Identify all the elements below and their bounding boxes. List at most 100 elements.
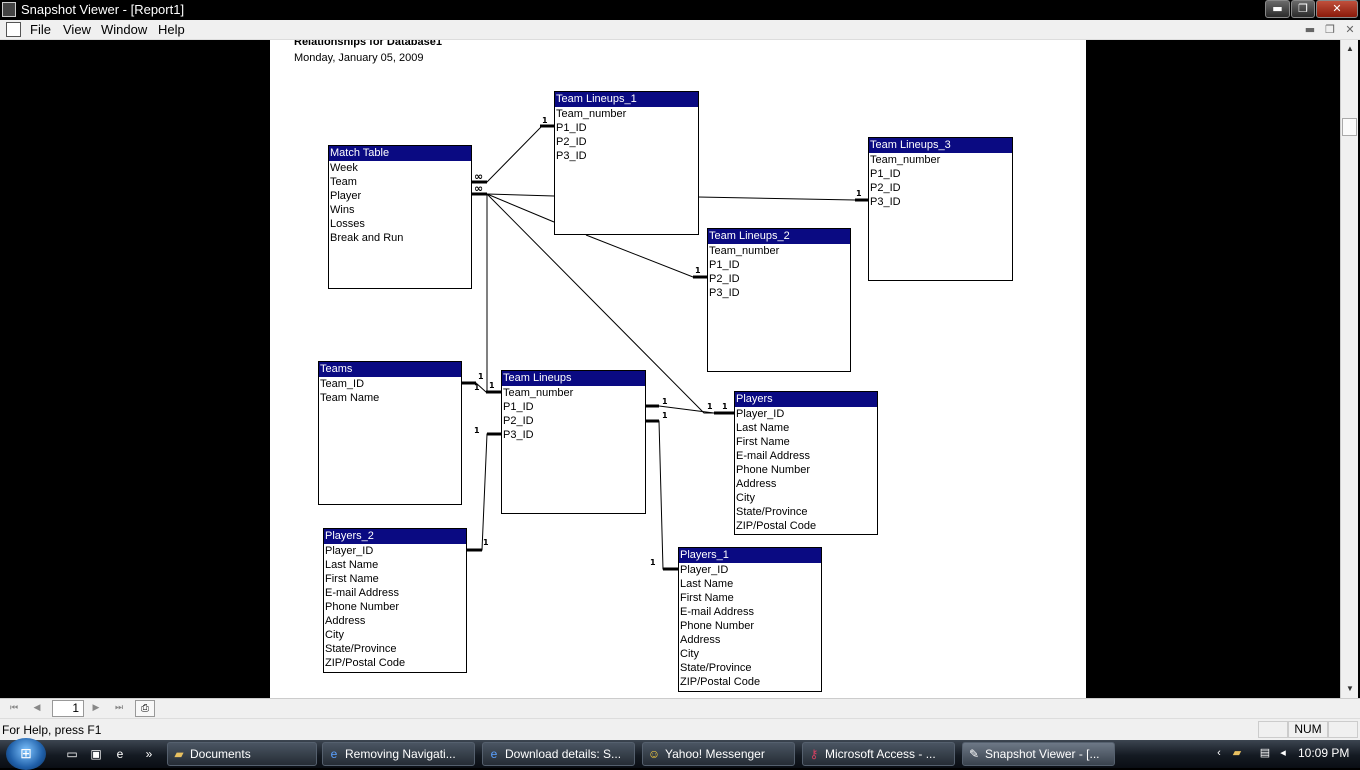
page-navigation-bar: ⏮ ◀ 1 ▶ ⏭ ⎙: [0, 698, 1360, 718]
scroll-up-icon[interactable]: ▲: [1346, 44, 1354, 53]
print-button[interactable]: ⎙: [135, 700, 155, 717]
page-number-input[interactable]: 1: [52, 700, 84, 717]
rel-line-teamlineups-players2: [466, 433, 501, 551]
num-lock-indicator: NUM: [1288, 721, 1328, 738]
taskbar-item-label: Yahoo! Messenger: [665, 747, 765, 761]
table-field: First Name: [736, 436, 790, 448]
table-field: Wins: [330, 204, 355, 216]
table-field: Phone Number: [736, 464, 810, 476]
table-field: E-mail Address: [736, 450, 810, 462]
table-field: Team_number: [556, 108, 627, 120]
one-label: 1: [489, 381, 495, 390]
table-field: ZIP/Postal Code: [736, 520, 817, 532]
taskbar-item-label: Snapshot Viewer - [...: [985, 747, 1100, 761]
close-button[interactable]: ✕: [1316, 0, 1358, 18]
rel-line-match-lineups1: [471, 125, 554, 183]
switch-windows-icon[interactable]: ▣: [90, 747, 102, 761]
minimize-button[interactable]: ▬: [1265, 0, 1290, 18]
taskbar-item-download-details[interactable]: e Download details: S...: [482, 742, 635, 766]
table-field: State/Province: [680, 662, 752, 674]
yahoo-icon: ☺: [647, 747, 661, 761]
table-field: E-mail Address: [680, 606, 754, 618]
taskbar-item-removing-navigation[interactable]: e Removing Navigati...: [322, 742, 475, 766]
menu-view[interactable]: View: [63, 22, 91, 37]
rel-line-match-lineups1-b: [486, 193, 555, 197]
last-page-icon[interactable]: ⏭: [114, 703, 124, 713]
menu-window[interactable]: Window: [101, 22, 148, 37]
network-icon[interactable]: ▤: [1259, 747, 1271, 759]
system-tray: ‹ ▰ ▤ ◂: [1208, 740, 1360, 768]
many-label: ∞: [474, 170, 484, 183]
taskbar-item-snapshot-viewer[interactable]: ✎ Snapshot Viewer - [...: [962, 742, 1115, 766]
table-team-lineups-1: Team Lineups_1 Team_number P1_ID P2_ID P…: [554, 91, 699, 235]
relationship-lines: [461, 124, 868, 571]
taskbar-item-label: Removing Navigati...: [345, 747, 456, 761]
doc-restore-button[interactable]: ❐: [1325, 23, 1335, 36]
title-bar: Snapshot Viewer - [Report1] ▬ ❐ ✕: [0, 0, 1360, 20]
next-page-icon[interactable]: ▶: [92, 703, 100, 713]
menu-help[interactable]: Help: [158, 22, 185, 37]
table-field: Phone Number: [680, 620, 754, 632]
prev-page-icon[interactable]: ◀: [33, 703, 41, 713]
doc-close-button[interactable]: ✕: [1345, 23, 1355, 36]
taskbar-item-label: Microsoft Access - ...: [825, 747, 936, 761]
table-field: Phone Number: [325, 601, 399, 613]
many-label: ∞: [474, 182, 484, 195]
document-icon[interactable]: [6, 22, 21, 37]
rel-line-lineups1-lineups2: [585, 234, 707, 278]
quicklaunch-overflow-icon[interactable]: »: [145, 747, 153, 761]
scroll-down-icon[interactable]: ▼: [1346, 684, 1354, 693]
table-header: Players_2: [324, 529, 466, 544]
table-field: Player_ID: [680, 564, 729, 576]
table-field: P2_ID: [709, 273, 740, 285]
taskbar-item-yahoo-messenger[interactable]: ☺ Yahoo! Messenger: [642, 742, 795, 766]
report-title: Relationships for Database1: [294, 40, 442, 48]
one-label: 1: [483, 538, 489, 547]
volume-icon[interactable]: ◂: [1280, 747, 1286, 759]
clock[interactable]: 10:09 PM: [1298, 746, 1350, 760]
one-label: 1: [662, 397, 668, 406]
restore-button[interactable]: ❐: [1291, 0, 1315, 18]
menu-file[interactable]: File: [30, 22, 51, 37]
rel-line-lineups1-lineups3: [697, 196, 868, 201]
show-desktop-icon[interactable]: ▭: [66, 747, 78, 761]
one-label: 1: [542, 116, 548, 125]
table-field: First Name: [325, 573, 379, 585]
table-field: Player: [330, 190, 362, 202]
help-status-text: For Help, press F1: [2, 723, 102, 737]
table-field: Address: [325, 615, 366, 627]
snapshot-icon: ✎: [968, 747, 980, 761]
one-label: 1: [856, 189, 862, 198]
table-field: Address: [736, 478, 777, 490]
one-label: 1: [474, 426, 480, 435]
scroll-thumb[interactable]: [1342, 118, 1357, 136]
rel-line-match-teamlineups: [486, 194, 501, 393]
table-header: Match Table: [329, 146, 471, 161]
tray-folder-icon[interactable]: ▰: [1232, 747, 1242, 759]
table-field: Last Name: [680, 578, 734, 590]
table-field: P1_ID: [709, 259, 740, 271]
doc-minimize-button[interactable]: ▬: [1304, 23, 1316, 36]
first-page-icon[interactable]: ⏮: [9, 703, 19, 713]
table-field: P2_ID: [556, 136, 587, 148]
vertical-scrollbar[interactable]: ▲ ▼: [1340, 40, 1358, 698]
table-field: Player_ID: [736, 408, 785, 420]
table-field: State/Province: [736, 506, 808, 518]
table-field: Player_ID: [325, 545, 374, 557]
table-field: Week: [330, 162, 358, 174]
taskbar-item-microsoft-access[interactable]: ⚷ Microsoft Access - ...: [802, 742, 955, 766]
table-field: P3_ID: [556, 150, 587, 162]
app-icon[interactable]: [2, 2, 16, 17]
table-match-table: Match Table Week Team Player Wins Losses…: [328, 145, 472, 289]
one-label: 1: [650, 558, 656, 567]
taskbar-item-documents[interactable]: ▰ Documents: [167, 742, 317, 766]
table-field: P3_ID: [870, 196, 901, 208]
table-field: City: [325, 629, 344, 641]
menu-bar: File View Window Help ▬ ❐ ✕: [0, 20, 1360, 40]
ie-quicklaunch-icon[interactable]: e: [116, 747, 124, 761]
start-button[interactable]: ⊞: [6, 738, 46, 770]
table-field: Last Name: [736, 422, 790, 434]
tray-expand-icon[interactable]: ‹: [1217, 747, 1221, 759]
table-header: Team Lineups_2: [708, 229, 850, 244]
table-header: Team Lineups_3: [869, 138, 1012, 153]
